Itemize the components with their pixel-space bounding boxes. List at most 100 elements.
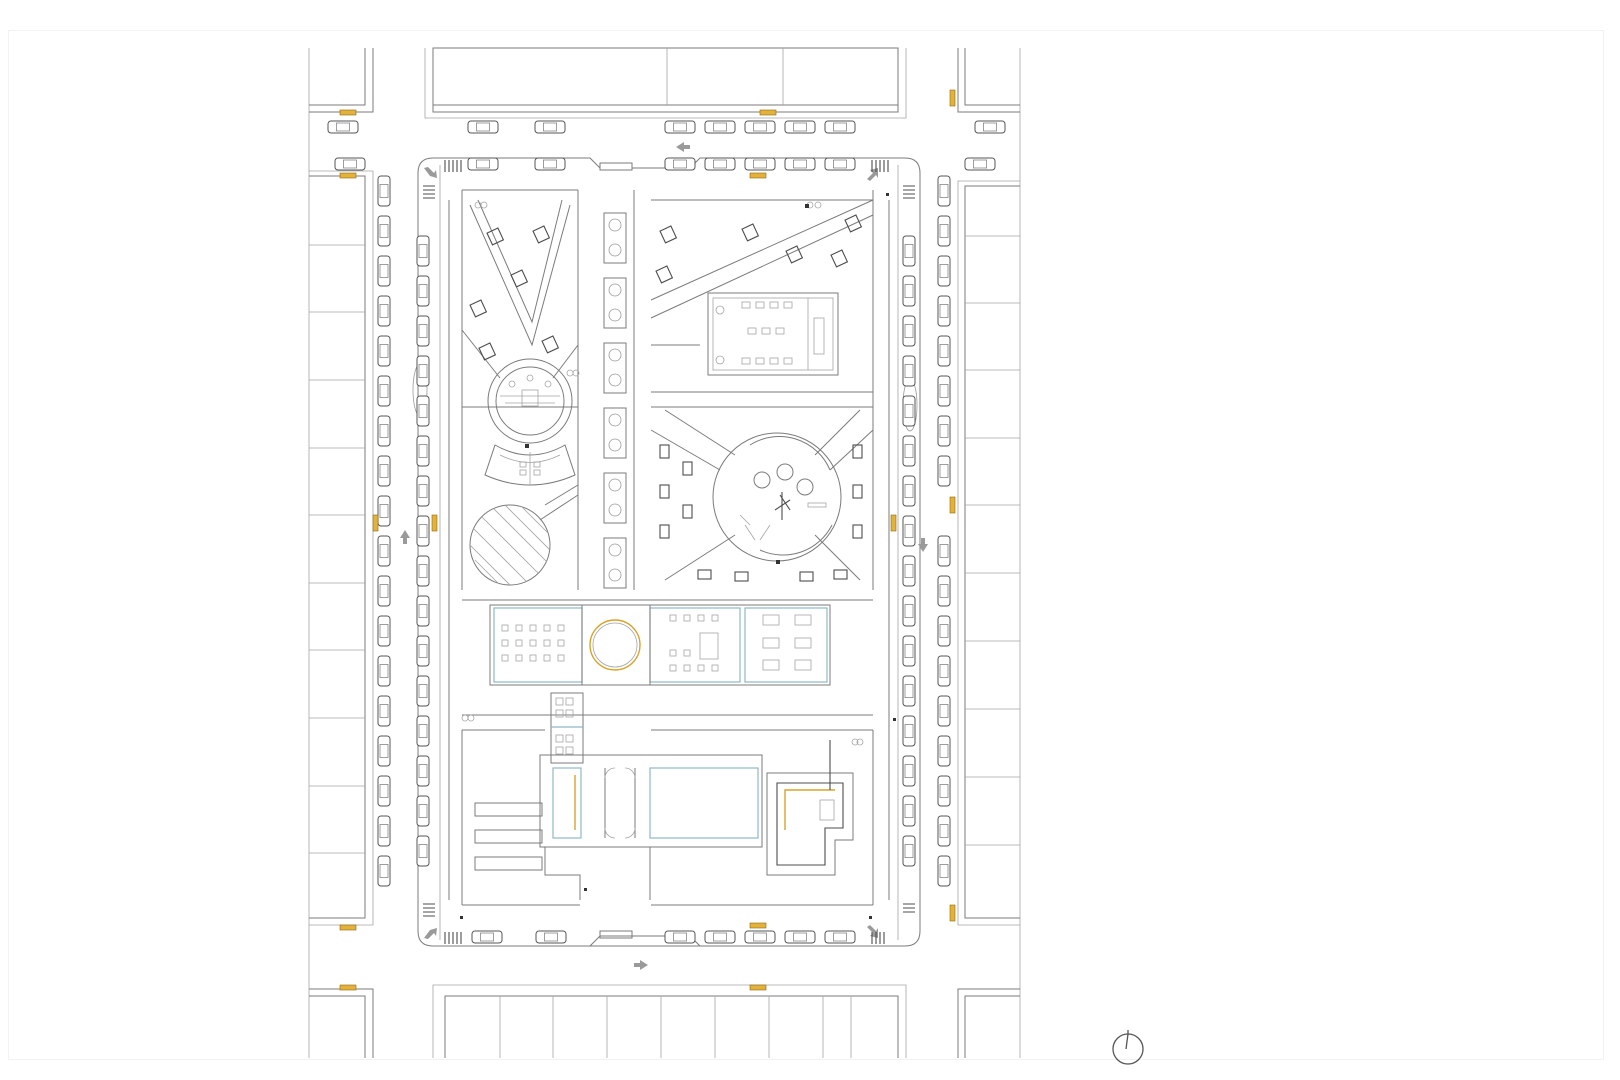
car-icon bbox=[824, 157, 856, 171]
car-icon bbox=[377, 495, 391, 527]
car-icon bbox=[416, 395, 430, 427]
car-icon bbox=[377, 335, 391, 367]
cafe-building bbox=[707, 292, 839, 376]
bench-group bbox=[469, 214, 863, 582]
car-icon bbox=[664, 120, 696, 134]
traffic-arrow-icon bbox=[400, 142, 928, 970]
north-arrow-icon bbox=[1112, 1030, 1144, 1065]
park-block bbox=[417, 157, 921, 947]
car-icon bbox=[902, 675, 916, 707]
car-icon bbox=[824, 120, 856, 134]
car-icon bbox=[937, 575, 951, 607]
car-icon bbox=[471, 930, 503, 944]
car-icon bbox=[377, 295, 391, 327]
car-icon bbox=[902, 835, 916, 867]
car-icon bbox=[902, 235, 916, 267]
street-benches bbox=[339, 89, 956, 991]
street-furniture bbox=[460, 193, 896, 919]
car-icon bbox=[902, 715, 916, 747]
car-icon bbox=[744, 157, 776, 171]
car-icon bbox=[416, 835, 430, 867]
car-icon bbox=[664, 930, 696, 944]
car-icon bbox=[664, 157, 696, 171]
car-icon bbox=[937, 855, 951, 887]
car-icon bbox=[902, 395, 916, 427]
bike-rack bbox=[423, 160, 915, 944]
car-icon bbox=[902, 635, 916, 667]
car-icon bbox=[937, 455, 951, 487]
car-icon bbox=[377, 815, 391, 847]
car-icon bbox=[416, 795, 430, 827]
car-icon bbox=[377, 455, 391, 487]
car-icon bbox=[937, 655, 951, 687]
car-icon bbox=[902, 435, 916, 467]
car-icon bbox=[784, 930, 816, 944]
car-icon bbox=[902, 795, 916, 827]
car-icon bbox=[784, 157, 816, 171]
car-icon bbox=[416, 675, 430, 707]
car-icon bbox=[416, 435, 430, 467]
walkways bbox=[448, 189, 890, 906]
car-icon bbox=[937, 415, 951, 447]
car-icon bbox=[937, 255, 951, 287]
car-icon bbox=[377, 215, 391, 247]
car-icon bbox=[704, 157, 736, 171]
car-icon bbox=[416, 555, 430, 587]
car-icon bbox=[937, 615, 951, 647]
striped-circle-court bbox=[469, 504, 551, 586]
service-block bbox=[766, 740, 854, 876]
sheet-frame bbox=[8, 30, 1604, 1060]
car-icon bbox=[377, 375, 391, 407]
car-icon bbox=[534, 157, 566, 171]
car-icon bbox=[937, 535, 951, 567]
car-icon bbox=[416, 355, 430, 387]
car-icon bbox=[467, 120, 499, 134]
car-icon bbox=[377, 855, 391, 887]
car-icon bbox=[937, 695, 951, 727]
car-icon bbox=[416, 275, 430, 307]
car-icon bbox=[377, 575, 391, 607]
car-icon bbox=[744, 930, 776, 944]
car-icon bbox=[937, 775, 951, 807]
surrounding-blocks bbox=[309, 47, 1020, 1058]
car-icon bbox=[467, 157, 499, 171]
car-icon bbox=[377, 415, 391, 447]
car-icon bbox=[704, 930, 736, 944]
car-icon bbox=[416, 755, 430, 787]
toilet-block bbox=[550, 692, 584, 764]
car-icon bbox=[902, 475, 916, 507]
car-icon bbox=[902, 555, 916, 587]
car-icon bbox=[902, 315, 916, 347]
circular-pavilion bbox=[484, 358, 576, 486]
car-icon bbox=[902, 275, 916, 307]
car-icon bbox=[377, 775, 391, 807]
car-icon bbox=[377, 695, 391, 727]
car-icon bbox=[327, 120, 359, 134]
car-icon bbox=[416, 635, 430, 667]
planter-strip bbox=[412, 212, 918, 589]
classroom-block bbox=[489, 604, 831, 686]
car-icon bbox=[937, 175, 951, 207]
car-icon bbox=[534, 120, 566, 134]
car-icon bbox=[937, 375, 951, 407]
car-icon bbox=[704, 120, 736, 134]
car-icon bbox=[902, 355, 916, 387]
parking-spaces bbox=[327, 120, 1006, 944]
car-icon bbox=[377, 615, 391, 647]
car-icon bbox=[416, 315, 430, 347]
car-icon bbox=[377, 735, 391, 767]
car-icon bbox=[377, 175, 391, 207]
car-icon bbox=[937, 335, 951, 367]
car-icon bbox=[744, 120, 776, 134]
car-icon bbox=[902, 755, 916, 787]
car-icon bbox=[974, 120, 1006, 134]
car-icon bbox=[937, 295, 951, 327]
car-icon bbox=[964, 157, 996, 171]
car-icon bbox=[937, 815, 951, 847]
car-icon bbox=[334, 157, 366, 171]
car-icon bbox=[416, 595, 430, 627]
car-icon bbox=[416, 515, 430, 547]
car-icon bbox=[937, 215, 951, 247]
car-icon bbox=[902, 515, 916, 547]
car-icon bbox=[416, 475, 430, 507]
